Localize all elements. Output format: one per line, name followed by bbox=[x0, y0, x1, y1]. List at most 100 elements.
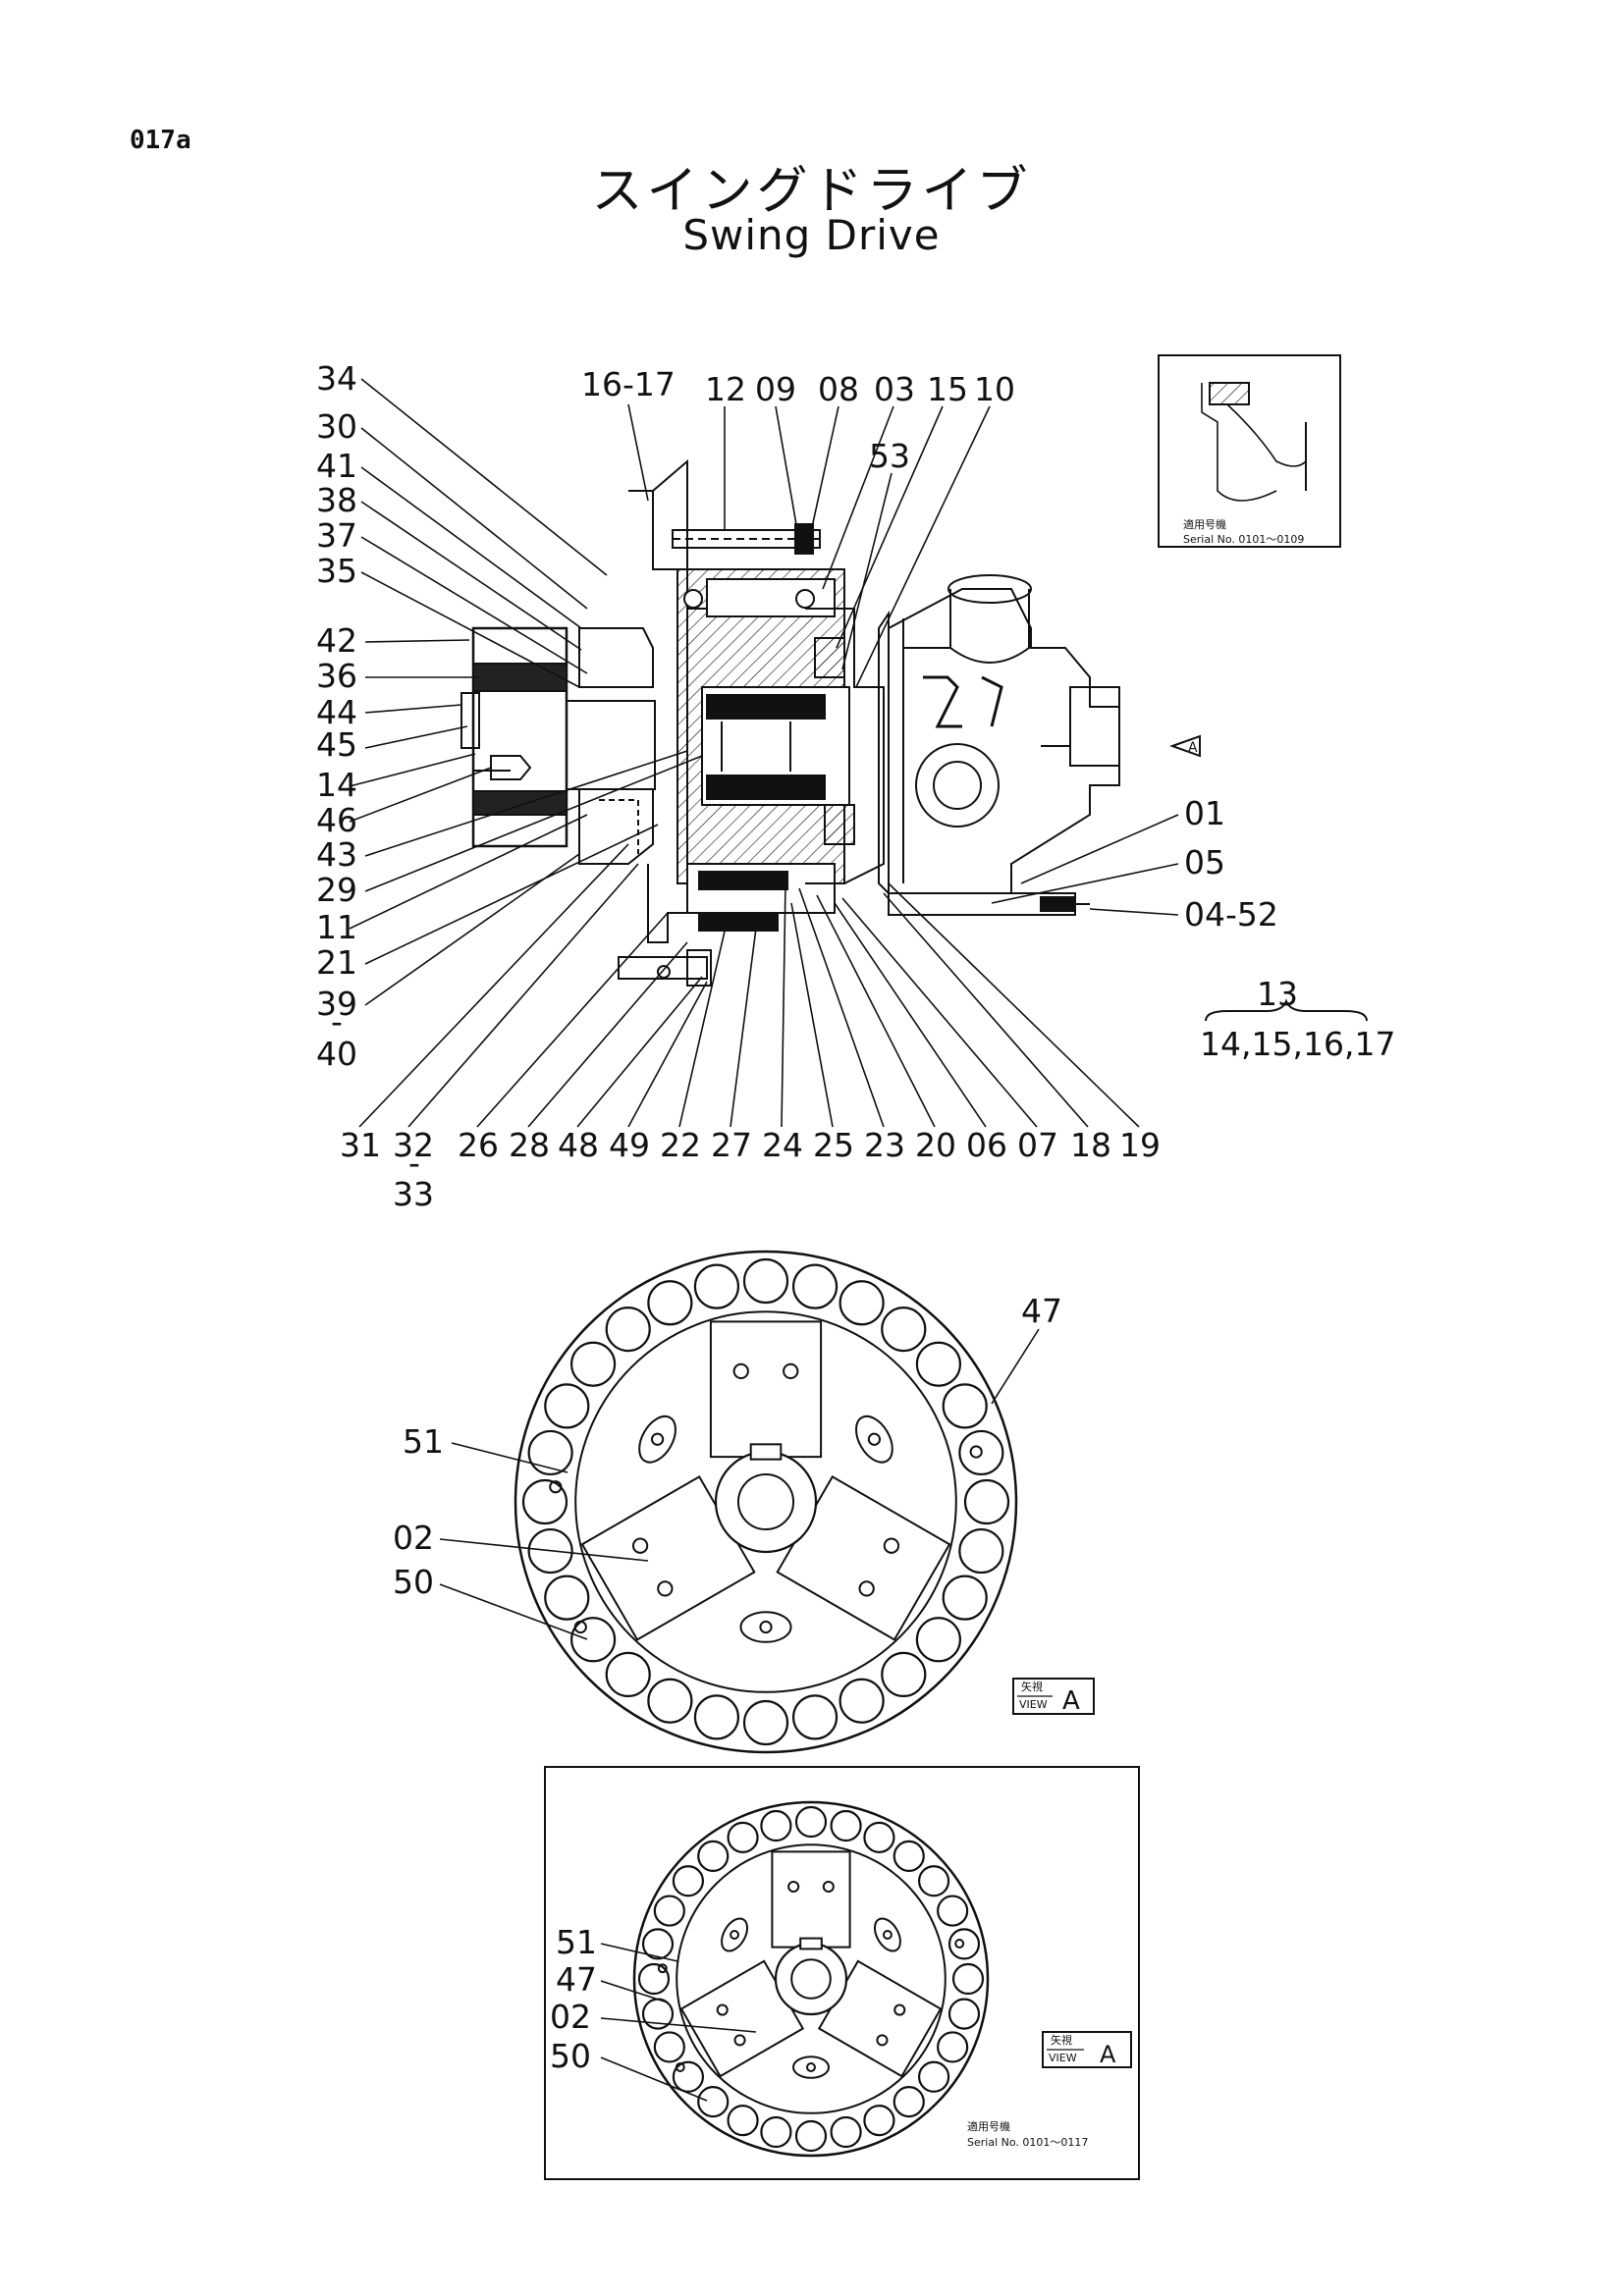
pad-bolt bbox=[759, 1620, 773, 1634]
bolt-hole bbox=[693, 1263, 740, 1309]
pad-bolt bbox=[867, 1432, 882, 1446]
arm-bolt bbox=[716, 2003, 729, 2016]
callout-label: 37 bbox=[316, 516, 357, 555]
callout-label: 24 bbox=[762, 1126, 803, 1164]
page-id: 017a bbox=[130, 126, 191, 155]
leaders-right bbox=[991, 814, 1179, 916]
bolt-hole bbox=[937, 1895, 969, 1927]
arm-bolt bbox=[893, 2003, 906, 2016]
bolt-hole bbox=[794, 1805, 828, 1839]
callout-label: 07 bbox=[1017, 1126, 1058, 1164]
bolt-hole bbox=[569, 1341, 617, 1387]
pad bbox=[739, 1611, 792, 1643]
callout-label: 46 bbox=[316, 801, 357, 839]
callout-label: 09 bbox=[755, 370, 796, 408]
svg-text:A: A bbox=[1188, 740, 1198, 756]
bolt-hole bbox=[917, 2060, 950, 2093]
bolt-hole bbox=[693, 1694, 740, 1740]
view-a-main bbox=[514, 1250, 1018, 1754]
callout-label: 15 bbox=[927, 370, 968, 408]
inset-bottom-frame bbox=[544, 1766, 1140, 2180]
bolt-hole bbox=[653, 2031, 685, 2063]
callout-label: 34 bbox=[316, 359, 357, 398]
view-a-tag: 矢視 VIEW A bbox=[1012, 1678, 1095, 1716]
callout-label: 41 bbox=[316, 447, 357, 485]
bolt-hole bbox=[641, 1928, 675, 1960]
svg-text:矢視: 矢視 bbox=[1021, 1680, 1043, 1693]
callout-label: 43 bbox=[316, 835, 357, 874]
callout-label: 16-17 bbox=[581, 365, 676, 403]
callout-label: 05 bbox=[1184, 843, 1225, 881]
inset-serial-jp: 適用号機 bbox=[1183, 517, 1226, 531]
callout-label: 40 bbox=[316, 1035, 357, 1073]
arm-bolt bbox=[883, 1537, 900, 1554]
bolt-hole bbox=[521, 1478, 568, 1525]
bolt-hole bbox=[830, 2115, 862, 2149]
callout-label: 47 bbox=[556, 1960, 597, 1999]
svg-text:A: A bbox=[1062, 1686, 1080, 1716]
pad-bolt bbox=[882, 1930, 893, 1940]
small-hole bbox=[657, 1963, 668, 1974]
inner-rim bbox=[574, 1310, 957, 1693]
arm-bolt bbox=[787, 1881, 800, 1894]
callout-label: 39 bbox=[316, 985, 357, 1023]
outer-rim bbox=[632, 1800, 990, 2158]
pad-bolt bbox=[730, 1930, 740, 1940]
inset-bottom-labels: 51 47 02 50 bbox=[550, 1923, 597, 2075]
callout-label: 25 bbox=[813, 1126, 854, 1164]
callout-label: 32 bbox=[393, 1126, 434, 1164]
bolt-hole bbox=[647, 1678, 693, 1724]
callout-label: 26 bbox=[458, 1126, 499, 1164]
outer-rim bbox=[514, 1250, 1018, 1754]
bolt-hole bbox=[527, 1527, 573, 1575]
callout-label: 03 bbox=[874, 370, 915, 408]
callout-label: 51 bbox=[403, 1422, 444, 1461]
callout-label: 11 bbox=[316, 908, 357, 946]
callout-label: 47 bbox=[1021, 1292, 1062, 1330]
small-hole bbox=[954, 1939, 965, 1949]
bolt-hole bbox=[672, 1865, 705, 1897]
bolt-hole bbox=[637, 1962, 671, 1996]
spider-arm bbox=[709, 1320, 823, 1459]
bolt-hole bbox=[942, 1383, 988, 1429]
callout-label: 20 bbox=[915, 1126, 956, 1164]
callouts-bottom: 31 32 - 33 26 28 48 49 22 27 24 25 23 20… bbox=[340, 1126, 1161, 1213]
callout-label: 21 bbox=[316, 943, 357, 982]
callout-label: - bbox=[331, 1002, 343, 1041]
callout-label: 49 bbox=[609, 1126, 650, 1164]
bolt-hole bbox=[881, 1306, 927, 1353]
view-a-labels: 47 51 02 50 bbox=[393, 1292, 1062, 1601]
svg-text:VIEW: VIEW bbox=[1019, 1698, 1048, 1711]
bolt-hole bbox=[963, 1478, 1010, 1525]
bolt-hole bbox=[791, 1694, 839, 1740]
bolt-hole bbox=[917, 1865, 950, 1897]
callout-label: 50 bbox=[393, 1563, 434, 1601]
hub-bore bbox=[790, 1958, 832, 2000]
key-slot bbox=[749, 1443, 783, 1461]
bolt-hole bbox=[915, 1341, 962, 1387]
callout-label: 29 bbox=[316, 871, 357, 909]
bolt-hole bbox=[742, 1699, 789, 1746]
bolt-hole bbox=[697, 2085, 730, 2118]
pad-bolt bbox=[806, 2062, 816, 2072]
inset-bottom-tag: 矢視 VIEW A 適用号機 Serial No. 0101〜0117 bbox=[967, 2031, 1132, 2149]
spider-arm bbox=[771, 1850, 851, 1949]
bolt-hole bbox=[794, 2119, 828, 2153]
bolt-hole bbox=[942, 1575, 988, 1621]
bolt-hole bbox=[839, 1280, 885, 1326]
title-japanese: スイングドライブ bbox=[591, 162, 1032, 221]
key-slot bbox=[799, 1937, 823, 1950]
title-english: Swing Drive bbox=[682, 211, 941, 259]
bolt-hole bbox=[727, 2105, 759, 2137]
leaders-left bbox=[349, 378, 703, 1006]
inner-rim bbox=[676, 1843, 947, 2114]
bolt-hole bbox=[863, 1821, 895, 1853]
callout-label: 04-52 bbox=[1184, 895, 1278, 934]
callout-label: 28 bbox=[509, 1126, 550, 1164]
inset-top: 適用号機 Serial No. 0101〜0109 bbox=[1158, 354, 1341, 548]
leaders-bottom bbox=[358, 843, 1140, 1128]
callout-label: 06 bbox=[966, 1126, 1007, 1164]
small-hole bbox=[549, 1480, 563, 1494]
bolt-hole bbox=[653, 1895, 685, 1927]
